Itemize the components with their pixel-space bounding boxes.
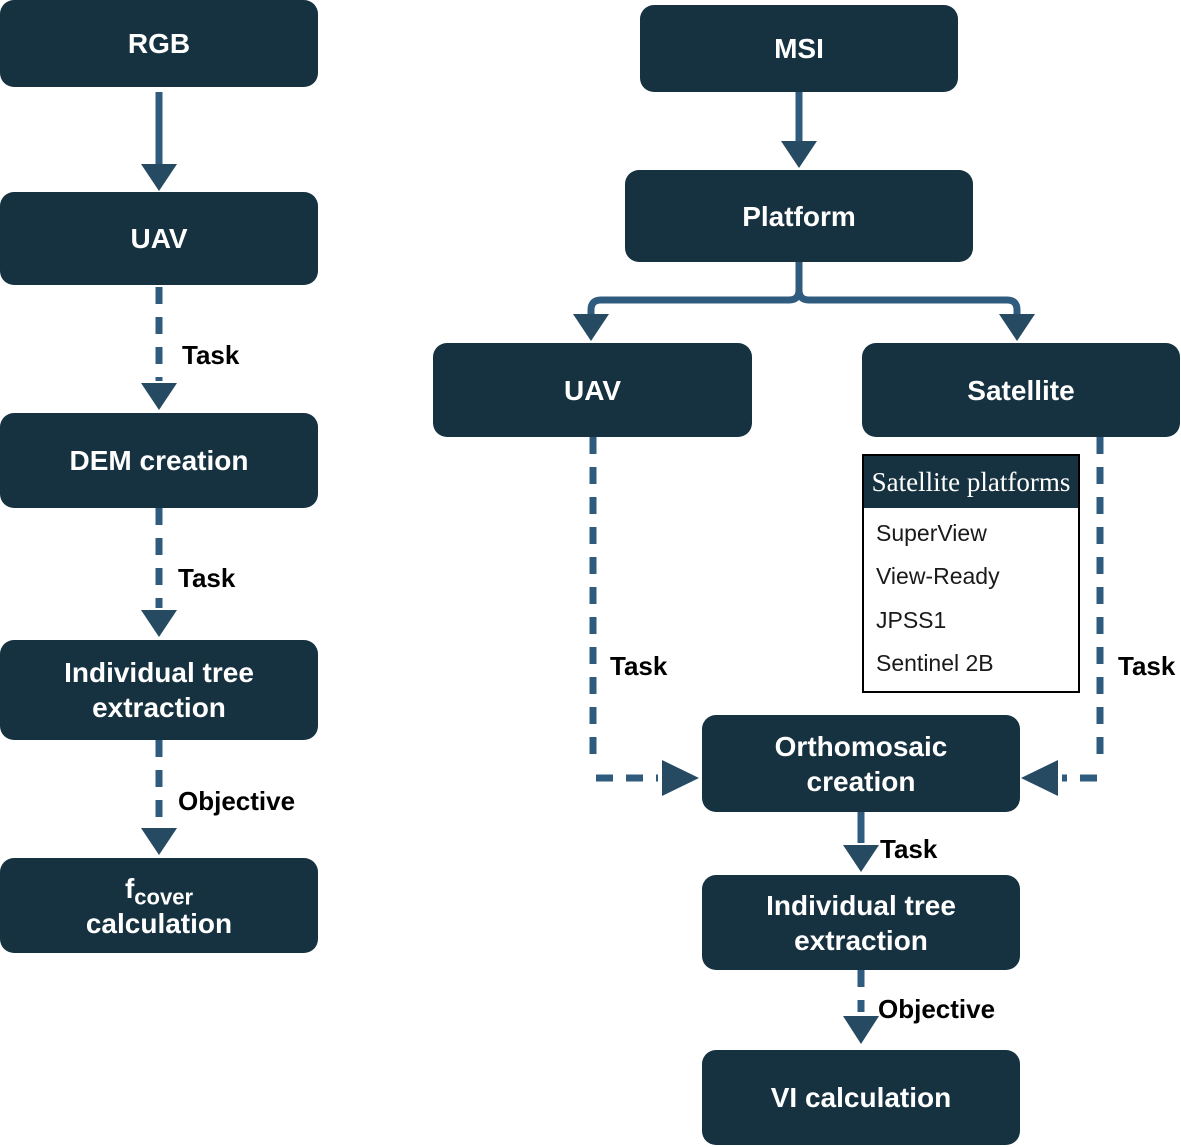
- arrow-orthomosaic-to-tree-extraction: [843, 812, 879, 872]
- label-task-satellite: Task: [1118, 651, 1176, 681]
- satellite-platform-item-viewready: View-Ready: [876, 563, 1000, 590]
- arrow-tree-extraction-to-vi: [843, 970, 879, 1044]
- arrow-uav-to-dem: [141, 287, 177, 410]
- node-rgb: RGB: [0, 0, 318, 87]
- node-fcover-calculation: fcover calculation: [0, 858, 318, 953]
- node-orthomosaic-creation: Orthomosaic creation: [702, 715, 1020, 812]
- label-objective-right: Objective: [878, 994, 996, 1024]
- satellite-platforms-header: Satellite platforms: [864, 456, 1078, 508]
- fcover-subscript: cover: [134, 884, 194, 910]
- node-uav-left: UAV: [0, 192, 318, 285]
- satellite-platforms-list: SuperView View-Ready JPSS1 Sentinel 2B: [864, 508, 1078, 691]
- arrow-dem-to-tree-extraction: [141, 508, 177, 637]
- fcover-line1: fcover: [86, 871, 232, 910]
- satellite-platform-item-sentinel2b: Sentinel 2B: [876, 649, 994, 676]
- satellite-platform-item-superview: SuperView: [876, 520, 987, 547]
- label-objective-left: Objective: [178, 786, 296, 816]
- label-task-2: Task: [178, 563, 236, 593]
- fcover-line2: calculation: [85, 907, 233, 939]
- node-tree-extraction-left: Individual tree extraction: [0, 640, 318, 740]
- fcover-symbol: f: [124, 872, 135, 904]
- arrow-msi-to-platform: [781, 92, 817, 168]
- label-task-1: Task: [182, 340, 240, 370]
- node-platform: Platform: [625, 170, 973, 262]
- node-dem-creation: DEM creation: [0, 413, 318, 508]
- arrow-satellite-to-orthomosaic: [1021, 437, 1104, 796]
- arrow-rgb-to-uav: [141, 92, 177, 191]
- satellite-platform-item-jpss1: JPSS1: [876, 606, 947, 633]
- node-uav-right: UAV: [433, 343, 752, 437]
- arrow-uav-to-orthomosaic: [589, 437, 699, 796]
- node-tree-extraction-right: Individual tree extraction: [702, 875, 1020, 970]
- branch-platform-to-uav-satellite: [573, 262, 1035, 341]
- arrow-tree-extraction-to-fcover: [141, 740, 177, 855]
- node-satellite: Satellite: [862, 343, 1180, 437]
- satellite-platforms-table: Satellite platforms SuperView View-Ready…: [862, 454, 1080, 693]
- label-task-uav: Task: [610, 651, 668, 681]
- node-msi: MSI: [640, 5, 958, 92]
- node-vi-calculation: VI calculation: [702, 1050, 1020, 1145]
- label-task-orthomosaic: Task: [880, 834, 938, 864]
